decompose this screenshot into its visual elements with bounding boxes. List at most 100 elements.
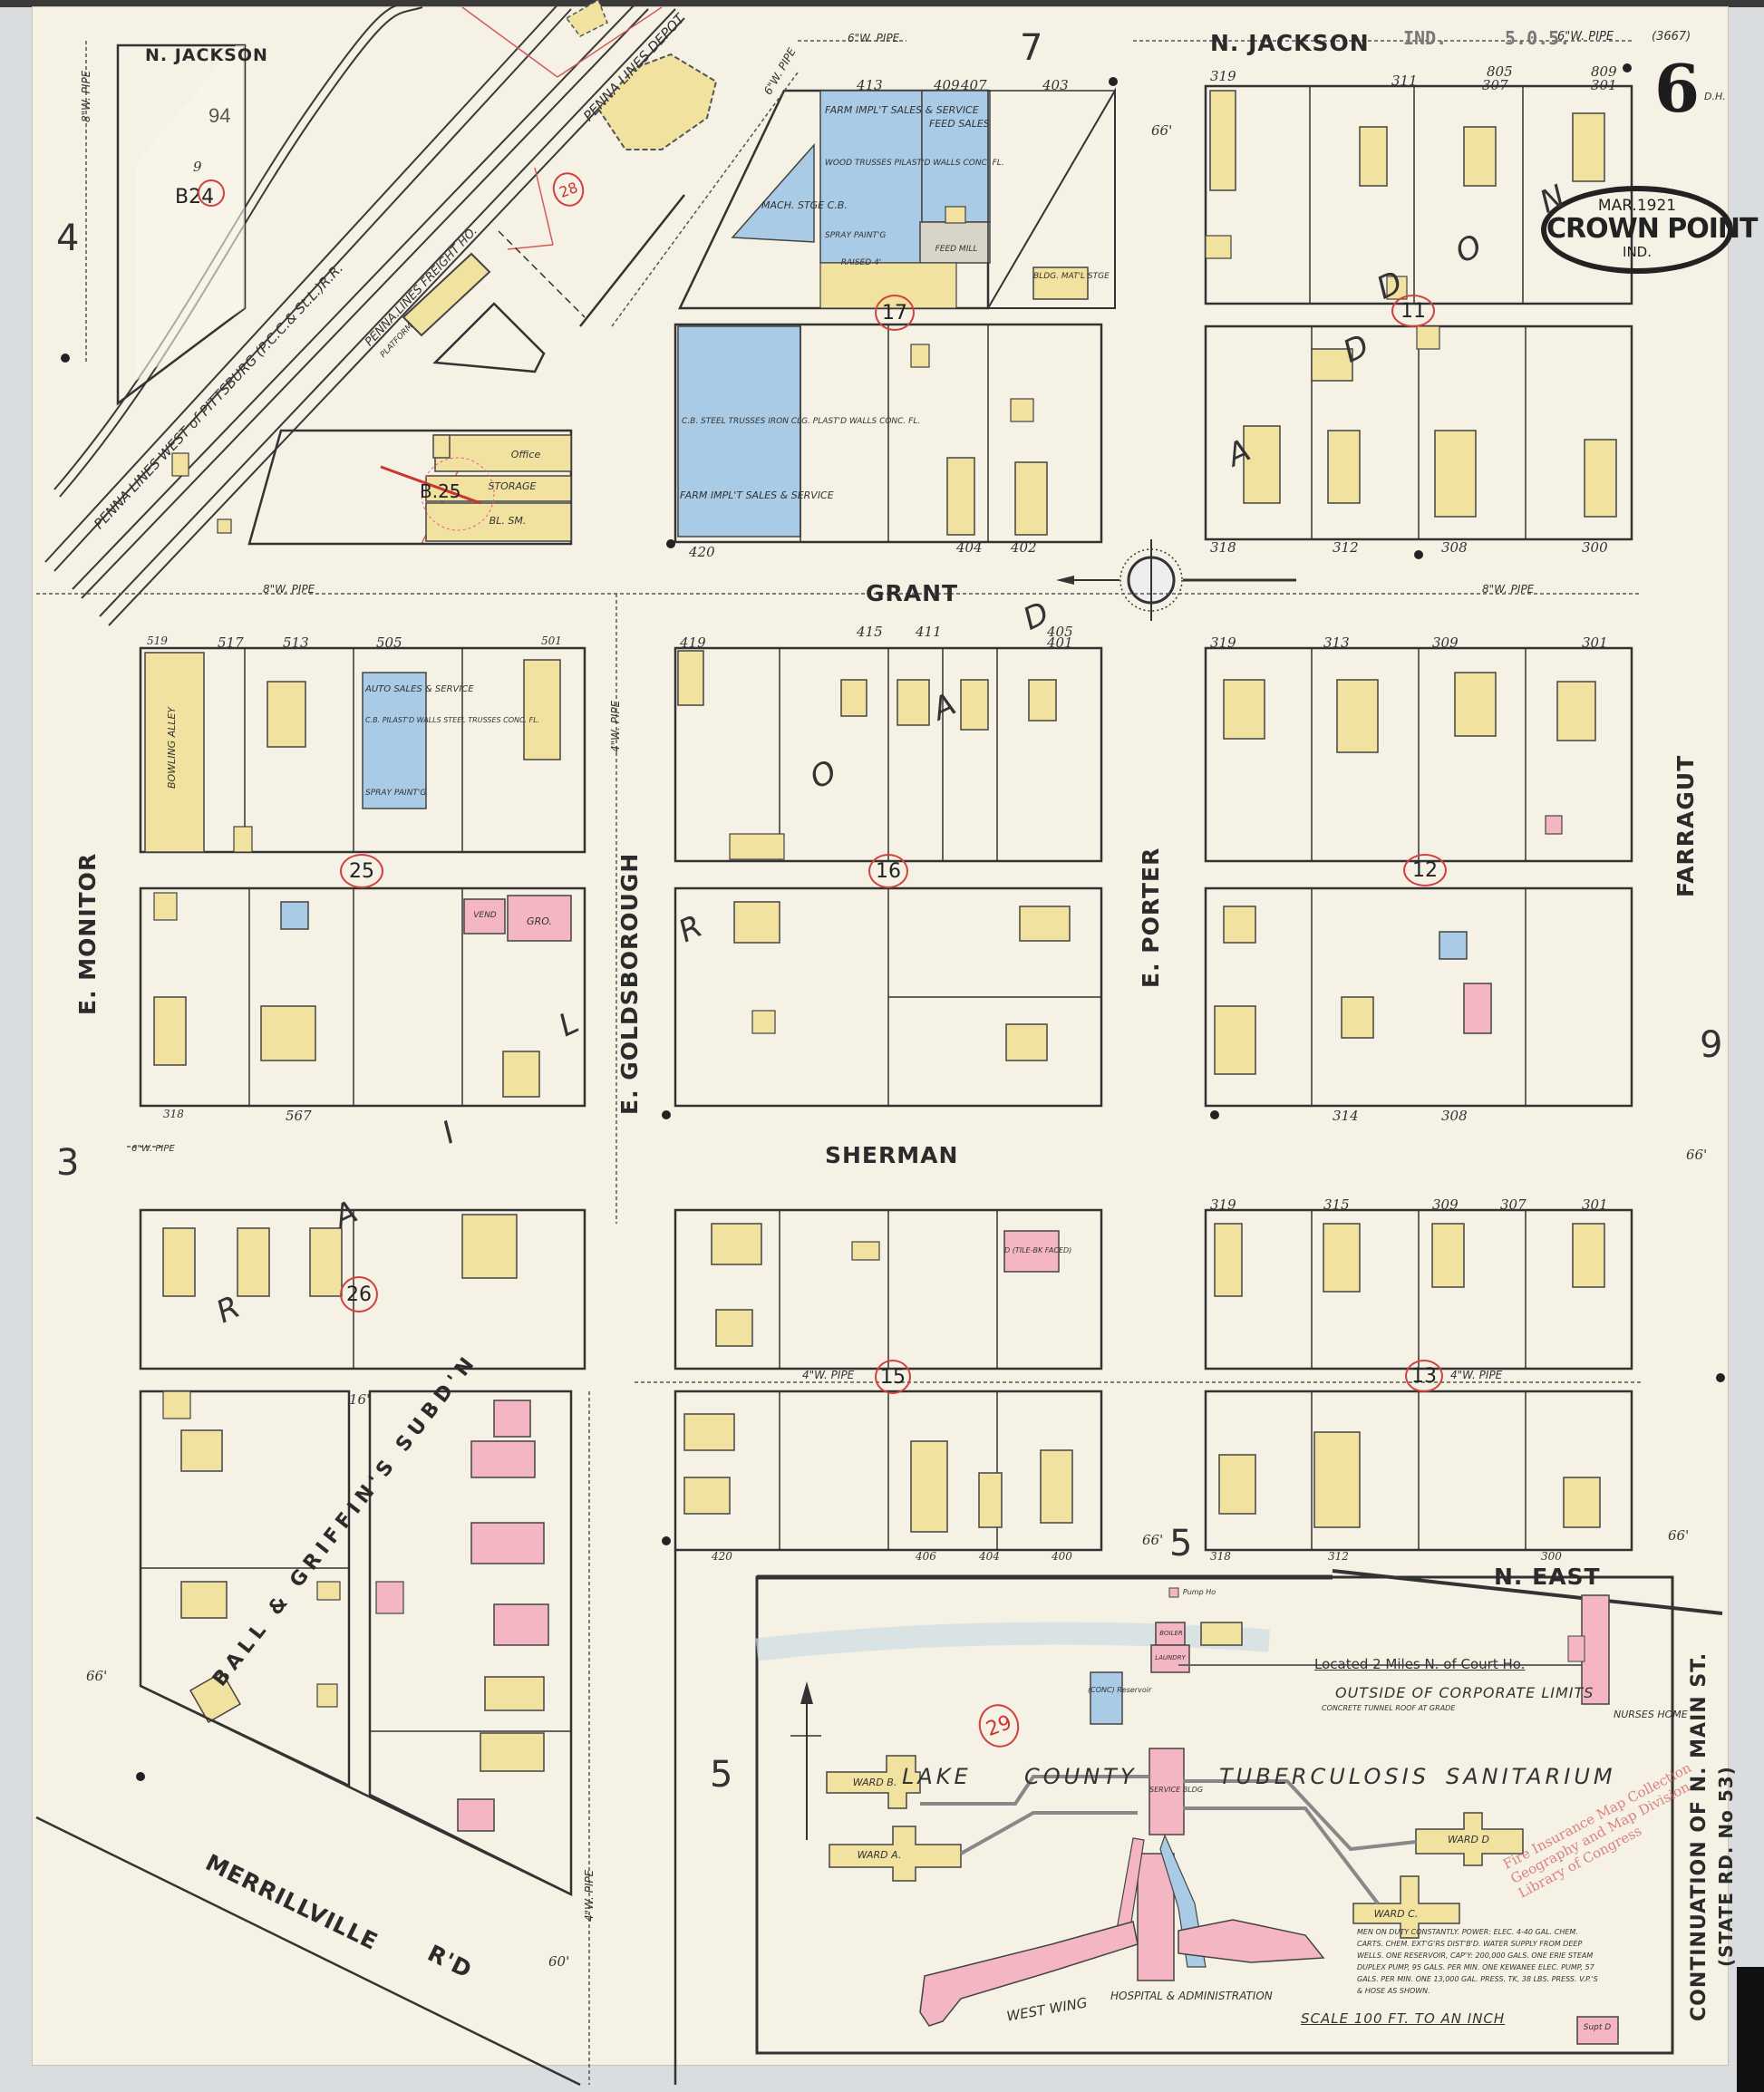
addr-415: 415 bbox=[857, 624, 883, 640]
bldg-laundry: LAUNDRY bbox=[1155, 1654, 1186, 1661]
addr-sherman-319: 319 bbox=[1210, 1196, 1236, 1213]
addr-east-300: 300 bbox=[1541, 1550, 1562, 1563]
scan-top-edge bbox=[0, 0, 1764, 7]
addr-318: 318 bbox=[1210, 539, 1236, 556]
block-15: 15 bbox=[875, 1360, 911, 1394]
stamp-state: IND. bbox=[1623, 244, 1652, 260]
dim-66-sherman-right: 66' bbox=[1686, 1147, 1708, 1163]
block-b24-circle bbox=[198, 179, 225, 207]
stamp-city: CROWN POINT bbox=[1546, 213, 1759, 245]
bldg-hospital: HOSPITAL & ADMINISTRATION bbox=[1110, 1990, 1273, 2002]
addr-sherman-314: 314 bbox=[1333, 1108, 1359, 1124]
addr-sherman-307: 307 bbox=[1500, 1196, 1527, 1213]
addr-301: 301 bbox=[1582, 634, 1608, 651]
scale-label: SCALE 100 FT. TO AN INCH bbox=[1301, 2010, 1506, 2027]
bldg-farm-implt: FARM IMPL'T SALES & SERVICE bbox=[825, 104, 979, 116]
stamp-date: MAR.1921 bbox=[1597, 197, 1677, 215]
addr-517: 517 bbox=[218, 634, 244, 651]
addr-519: 519 bbox=[147, 634, 168, 647]
adjacent-sheet-9: 9 bbox=[1700, 1024, 1723, 1066]
dim-66-left: 66' bbox=[86, 1668, 108, 1684]
street-sherman: SHERMAN bbox=[825, 1142, 959, 1168]
sanitarium-location: Located 2 Miles N. of Court Ho. bbox=[1314, 1656, 1526, 1672]
bldg-feed-sales: FEED SALES bbox=[929, 118, 990, 130]
street-grant: GRANT bbox=[866, 580, 959, 606]
block-16: 16 bbox=[868, 854, 908, 888]
dim-66-mid: 66' bbox=[1142, 1532, 1164, 1548]
bldg-nurses-home: NURSES HOME bbox=[1614, 1709, 1688, 1720]
adjacent-sheet-3: 3 bbox=[56, 1142, 80, 1184]
bldg-service: SERVICE BLDG bbox=[1149, 1786, 1204, 1794]
bldg-reservoir: (CONC) Reservoir bbox=[1088, 1686, 1152, 1694]
block-b25: B.25 bbox=[420, 480, 461, 502]
block-11-label: 11 bbox=[1401, 299, 1426, 323]
dim-16: 16' bbox=[349, 1391, 371, 1408]
street-n-east: N. EAST bbox=[1494, 1564, 1601, 1590]
pipe-8-top-left: 8"W. PIPE bbox=[80, 70, 92, 122]
bldg-gro: GRO. bbox=[527, 915, 552, 927]
addr-402: 402 bbox=[1011, 539, 1037, 556]
block-94: 94 bbox=[208, 104, 231, 127]
bldg-matl-stge: BLDG. MAT'L STGE bbox=[1033, 272, 1110, 281]
pipe-6-sherman: 6"W. PIPE bbox=[131, 1144, 175, 1154]
addr-407: 407 bbox=[961, 77, 987, 93]
sheet-number: 6 bbox=[1654, 50, 1701, 127]
pipe-4-bottom: 4"W. PIPE bbox=[583, 1869, 596, 1922]
bldg-ward-a: WARD A. bbox=[857, 1849, 902, 1861]
pipe-6-top: 6"W. PIPE bbox=[848, 32, 900, 44]
hydrant-label: D.H. bbox=[1704, 91, 1726, 102]
addr-308: 308 bbox=[1441, 539, 1468, 556]
addr-sherman-318: 318 bbox=[163, 1108, 184, 1120]
pipe-ref: (3667) bbox=[1652, 30, 1691, 44]
bldg-spray: SPRAY PAINT'G bbox=[825, 231, 887, 240]
street-n-jackson-right: N. JACKSON bbox=[1210, 30, 1370, 56]
adjacent-sheet-5-left: 5 bbox=[710, 1754, 733, 1796]
bldg-ward-d: WARD D bbox=[1448, 1834, 1489, 1845]
sanitarium-outside-limits: OUTSIDE OF CORPORATE LIMITS bbox=[1335, 1684, 1594, 1701]
adjacent-sheet-4: 4 bbox=[56, 218, 80, 259]
block-15-label: 15 bbox=[880, 1365, 906, 1389]
block-9: 9 bbox=[193, 159, 202, 175]
bldg-storage: STORAGE bbox=[488, 480, 537, 492]
addr-jackson-301: 301 bbox=[1591, 77, 1617, 93]
sanitarium-name-lake: LAKE bbox=[902, 1764, 972, 1789]
addr-sherman-301: 301 bbox=[1582, 1196, 1608, 1213]
street-e-porter: E. PORTER bbox=[1138, 847, 1164, 988]
addr-sherman-309: 309 bbox=[1432, 1196, 1459, 1213]
addr-401: 401 bbox=[1047, 634, 1073, 651]
block-11: 11 bbox=[1391, 295, 1435, 327]
street-e-monitor: E. MONITOR bbox=[74, 852, 101, 1015]
pipe-4-goldsborough: 4"W. PIPE bbox=[609, 700, 622, 752]
addr-419: 419 bbox=[680, 634, 706, 651]
bldg-mach-stge: MACH. STGE C.B. bbox=[761, 199, 848, 211]
addr-309: 309 bbox=[1432, 634, 1459, 651]
addr-jackson-311: 311 bbox=[1391, 73, 1418, 89]
adjacent-sheet-5-mid: 5 bbox=[1169, 1523, 1193, 1564]
volume-stamp: 5.0.5. bbox=[1505, 27, 1571, 49]
pipe-8-grant-right: 8"W. PIPE bbox=[1482, 583, 1535, 596]
block-13-label: 13 bbox=[1411, 1364, 1437, 1388]
block-25: 25 bbox=[340, 854, 383, 888]
bldg-bl-sm: BL. SM. bbox=[489, 515, 527, 527]
addr-405: 405 bbox=[1047, 624, 1073, 640]
addr-505: 505 bbox=[376, 634, 402, 651]
block-17-label: 17 bbox=[882, 301, 907, 324]
pipe-8-grant-left: 8"W. PIPE bbox=[263, 583, 315, 596]
addr-jackson-307: 307 bbox=[1482, 77, 1508, 93]
block-17: 17 bbox=[875, 295, 915, 331]
depot-building bbox=[596, 53, 718, 150]
addr-319: 319 bbox=[1210, 634, 1236, 651]
compass-rose bbox=[1056, 539, 1296, 621]
addr-east-420: 420 bbox=[712, 1550, 732, 1563]
bldg-vend: VEND bbox=[473, 911, 497, 920]
state-stamp: IND. bbox=[1403, 27, 1448, 49]
sanitarium-tunnel: CONCRETE TUNNEL ROOF AT GRADE bbox=[1322, 1704, 1456, 1712]
bldg-supt: Supt D bbox=[1583, 2023, 1612, 2032]
bldg-farm-implt-2: FARM IMPL'T SALES & SERVICE bbox=[680, 489, 834, 501]
addr-jackson-805: 805 bbox=[1487, 63, 1513, 80]
bldg-office: Office bbox=[510, 449, 541, 460]
block-29-label: 29 bbox=[983, 1710, 1015, 1741]
addr-sherman-567: 567 bbox=[286, 1108, 312, 1124]
pipe-label-top: 6"W. PIPE bbox=[1557, 30, 1614, 44]
